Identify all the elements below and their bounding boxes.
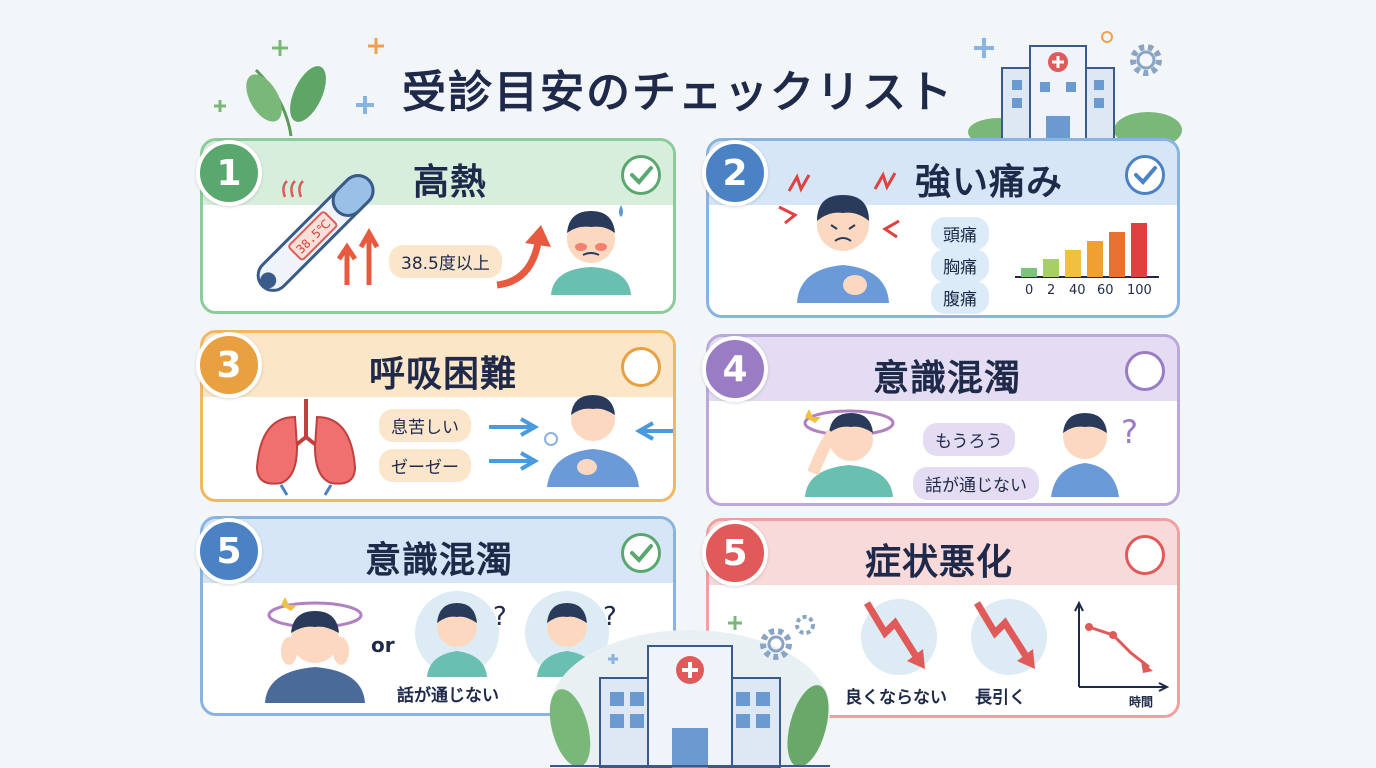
number-badge: 4 (702, 336, 768, 402)
check-status-icon[interactable] (1125, 535, 1165, 575)
sparkle-plus-icon (608, 654, 618, 664)
symptom-pill: もうろう (923, 423, 1015, 456)
gear-icon (760, 628, 792, 660)
hospital-building-icon (549, 630, 830, 768)
pain-scale-label: 40 (1069, 283, 1086, 298)
caption-label: 話が通じない (397, 686, 499, 706)
card-heading: 呼吸困難 (369, 354, 518, 395)
sparkle-plus-icon (368, 38, 384, 54)
symptom-pill: 頭痛 (931, 217, 989, 250)
sparkle-plus-icon (728, 616, 742, 630)
hospital-icon (968, 45, 1182, 148)
pain-bar (1021, 268, 1037, 277)
card-severe-pain: 強い痛み 頭痛 胸痛 腹痛 0 2 40 60 100 (706, 138, 1180, 318)
card-confusion: 意識混濁 もうろう 話が通じない ? (706, 334, 1180, 506)
pain-bar (1065, 250, 1081, 277)
rising-curve-arrow-icon (496, 225, 551, 289)
dizzy-person-icon (803, 409, 895, 497)
temperature-pill: 38.5度以上 (389, 245, 502, 278)
pain-scale-label: 60 (1097, 283, 1114, 298)
inward-arrows-icon (489, 417, 673, 471)
circle-dot-icon (1101, 31, 1113, 43)
rising-arrows-icon (336, 227, 380, 285)
card-header: 症状悪化 (709, 521, 1177, 585)
symptom-pill: 話が通じない (913, 467, 1039, 500)
card-header: 意識混濁 (709, 337, 1177, 401)
card-header: 呼吸困難 (203, 333, 673, 397)
pain-scale-label: 0 (1025, 283, 1034, 298)
sparkle-plus-icon (356, 96, 374, 114)
pain-bar (1109, 232, 1125, 277)
card-heading: 症状悪化 (865, 542, 1014, 583)
number-badge: 5 (196, 518, 262, 584)
symptom-pill: ゼーゼー (379, 449, 471, 482)
card-heading: 強い痛み (915, 162, 1064, 203)
svg-text:?: ? (493, 602, 507, 632)
downtrend-arrow-icon (861, 599, 937, 675)
number-badge: 1 (196, 140, 262, 206)
number-badge: 2 (702, 140, 768, 206)
check-status-icon[interactable] (621, 533, 661, 573)
confused-person-icon: ? (1051, 413, 1138, 497)
check-status-icon[interactable] (1125, 351, 1165, 391)
symptom-pill: 腹痛 (931, 281, 989, 314)
card-header: 意識混濁 (203, 519, 673, 583)
axis-label: 時間 (1129, 695, 1154, 709)
card-header: 高熱 (203, 141, 673, 205)
card-heading: 意識混濁 (365, 540, 514, 581)
symptom-pill: 胸痛 (931, 249, 989, 282)
card-heading: 高熱 (413, 162, 488, 203)
dizzy-person-icon (265, 597, 365, 703)
pain-bar (1043, 259, 1059, 277)
number-badge: 5 (702, 520, 768, 586)
sparkle-plus-icon (214, 100, 226, 112)
pain-bar (1131, 223, 1147, 277)
thermometer-icon: 38.5℃ (256, 174, 375, 292)
caption-label: 長引く (975, 688, 1026, 708)
card-breathing-difficulty: 呼吸困難 息苦しい ゼーゼー (200, 330, 676, 502)
check-status-icon[interactable] (621, 155, 661, 195)
person-in-pain-icon (778, 171, 900, 303)
svg-text:?: ? (603, 602, 617, 632)
card-heading: 意識混濁 (873, 358, 1022, 399)
gear-icon (1130, 44, 1162, 76)
heat-wave-icon (282, 180, 304, 198)
svg-text:?: ? (1121, 413, 1138, 451)
pain-scale-chart (1015, 223, 1159, 278)
lungs-icon (255, 399, 357, 496)
card-high-fever: 高熱 38.5℃ 38.5度以上 (200, 138, 676, 314)
symptom-pill: 息苦しい (379, 409, 471, 442)
sparkle-plus-icon (974, 38, 994, 58)
downtrend-arrow-icon (971, 599, 1047, 675)
feverish-person-icon (551, 205, 631, 295)
caption-label: 良くならない (845, 688, 947, 708)
check-status-icon[interactable] (1125, 155, 1165, 195)
pain-bar (1087, 241, 1103, 277)
check-status-icon[interactable] (621, 347, 661, 387)
pain-scale-label: 2 (1047, 283, 1056, 298)
breathless-person-icon (544, 395, 639, 487)
confused-person-icon: ? (415, 591, 507, 677)
number-badge: 3 (196, 332, 262, 398)
card-header: 強い痛み (709, 141, 1177, 205)
page-title: 受診目安のチェックリスト (402, 67, 954, 118)
or-label: or (371, 633, 395, 657)
card-worsening: 症状悪化 良くならない 長引く 時間 (706, 518, 1180, 718)
sparkle-plus-icon (272, 40, 288, 56)
pain-scale-label: 100 (1127, 283, 1152, 298)
declining-line-chart-icon (1074, 600, 1170, 692)
leaves-decoration-left (246, 66, 326, 137)
gear-icon (795, 615, 815, 635)
